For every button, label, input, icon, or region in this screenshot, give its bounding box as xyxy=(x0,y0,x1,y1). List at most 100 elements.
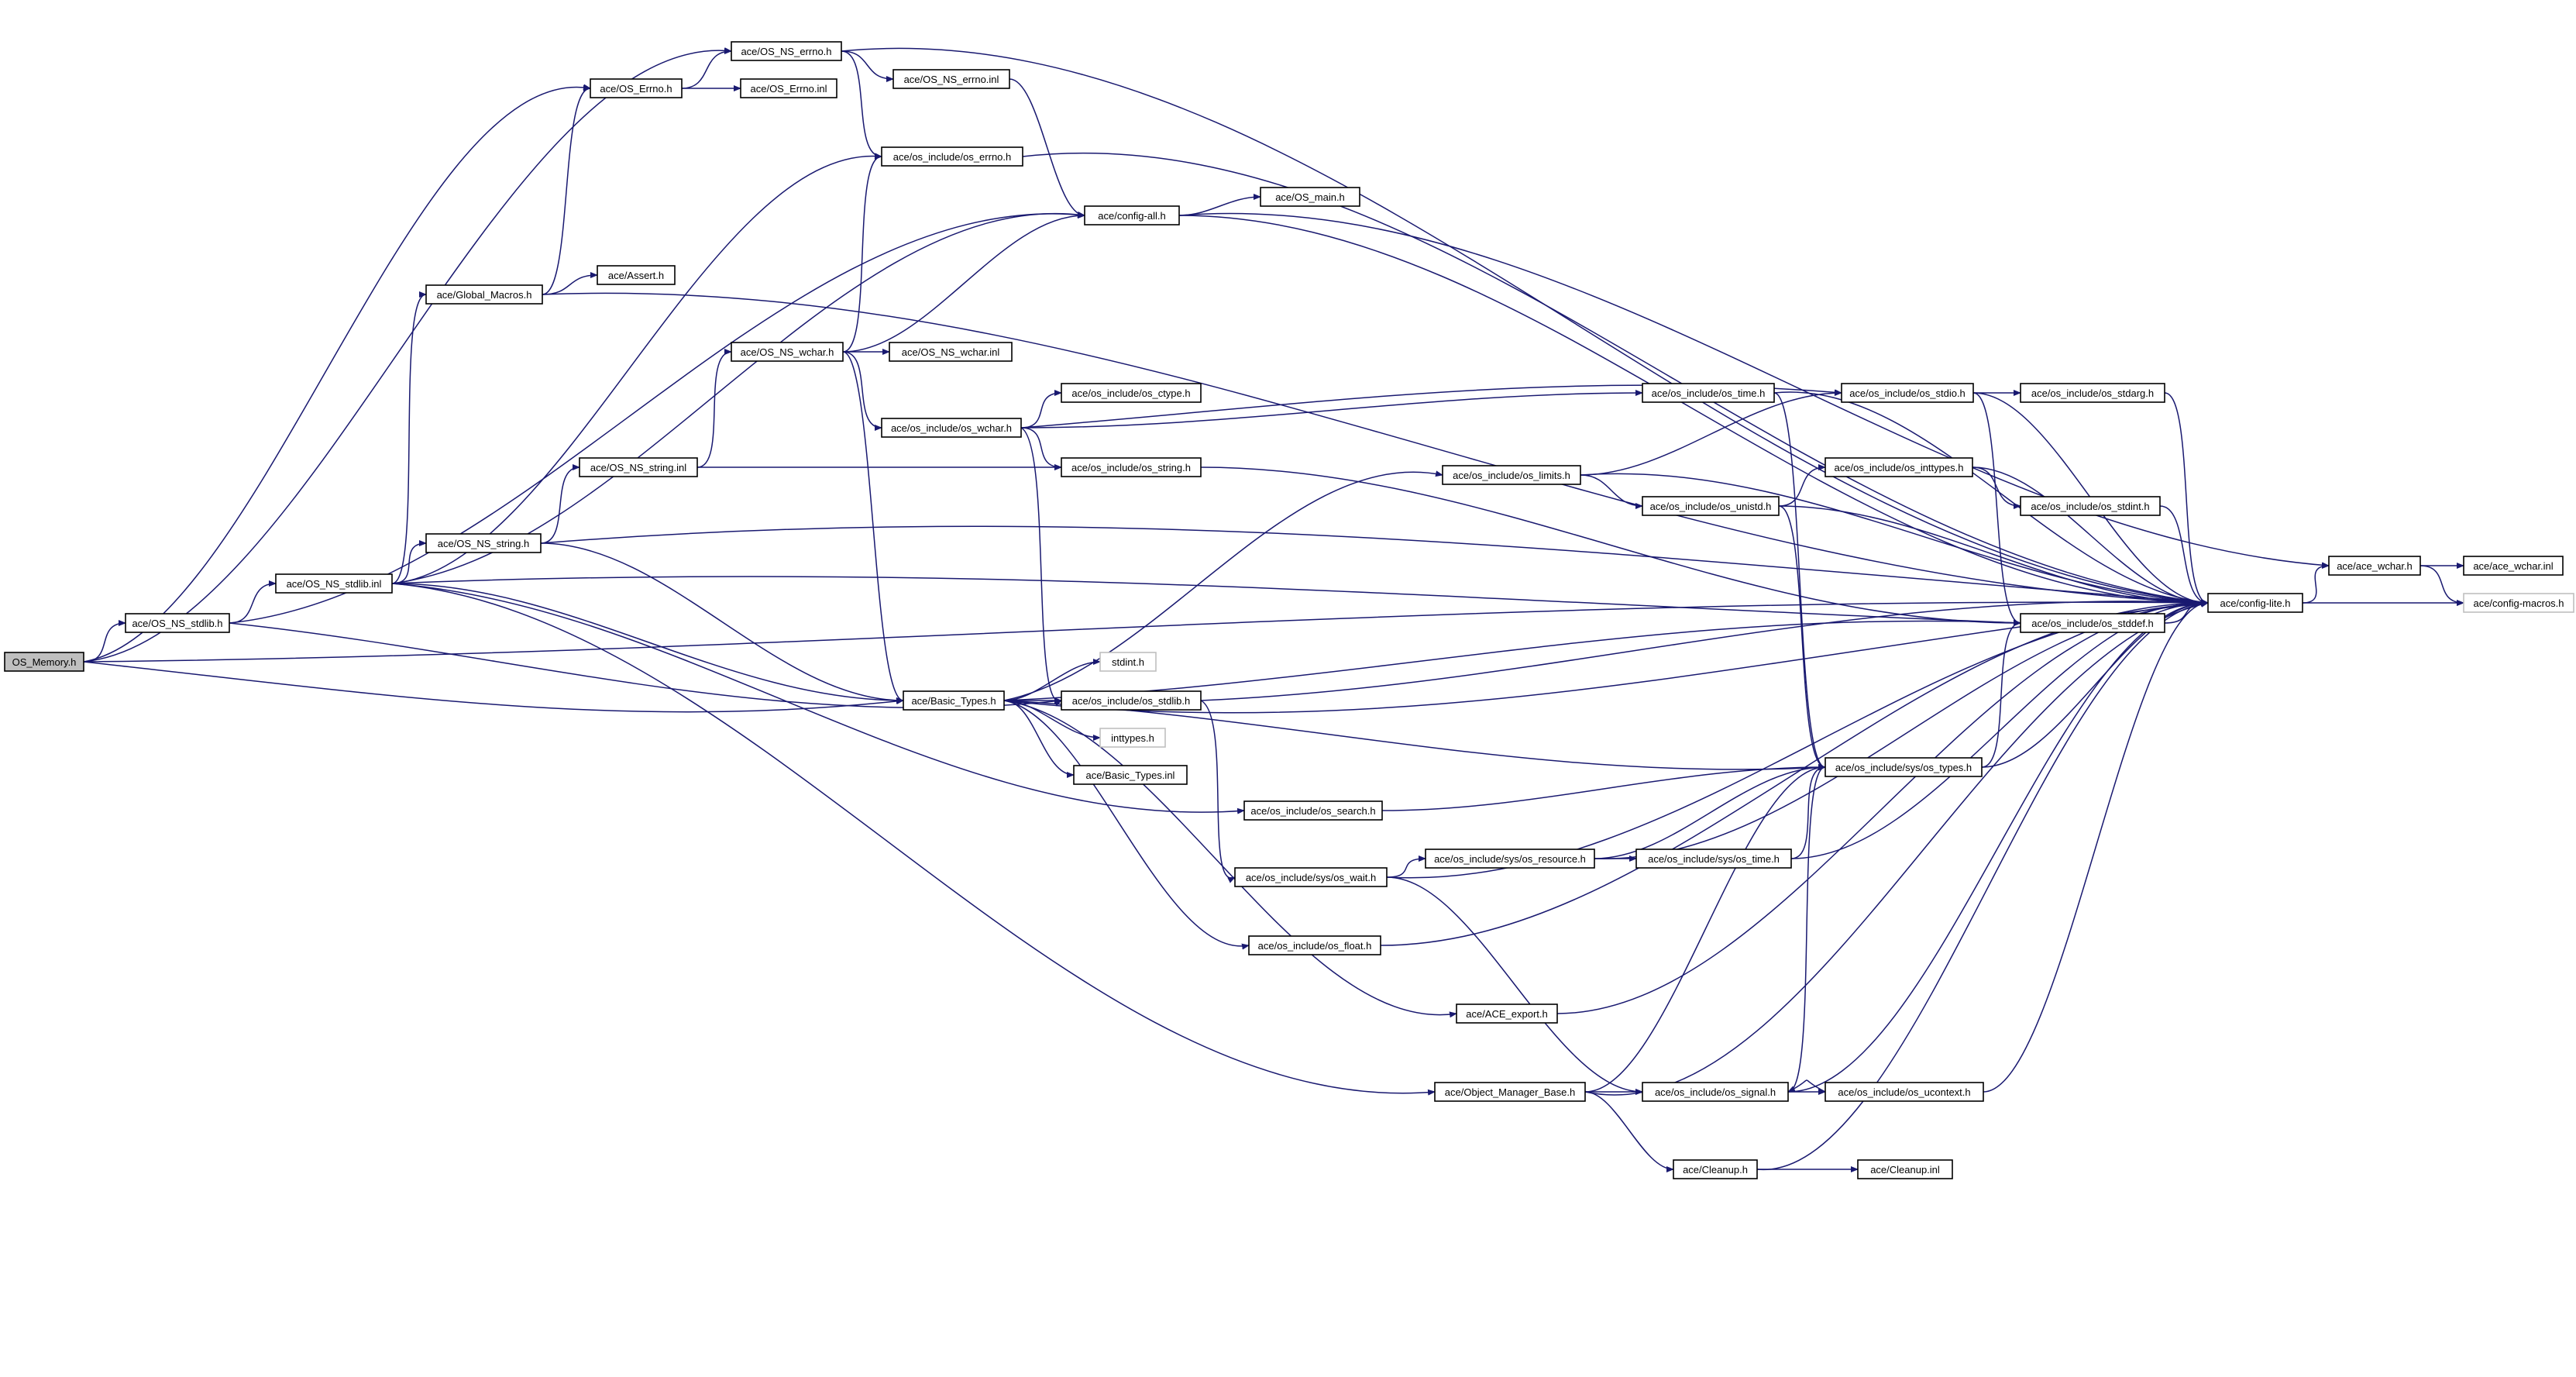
node-box xyxy=(2463,593,2574,613)
node-box xyxy=(1642,496,1780,516)
node-sys-os-wait-h[interactable]: ace/os_include/sys/os_wait.h xyxy=(1234,867,1388,887)
node-os-ns-stdlib-h[interactable]: ace/OS_NS_stdlib.h xyxy=(125,613,230,633)
node-label: ace/Object_Manager_Base.h xyxy=(1445,1086,1575,1098)
edge-sys_os_time_h-to-config_lite_h xyxy=(1790,600,2209,859)
node-os-signal-h[interactable]: ace/os_include/os_signal.h xyxy=(1642,1082,1789,1102)
edge-global_macros_h-to-config_lite_h xyxy=(542,292,2209,606)
node-label: ace/os_include/os_time.h xyxy=(1652,387,1766,399)
edge-sys_os_wait_h-to-os_signal_h xyxy=(1386,876,1643,1095)
node-box xyxy=(4,652,84,672)
node-cleanup-h[interactable]: ace/Cleanup.h xyxy=(1673,1159,1758,1179)
node-os-ucontext-h[interactable]: ace/os_include/os_ucontext.h xyxy=(1825,1082,1984,1102)
node-assert-h[interactable]: ace/Assert.h xyxy=(597,265,676,285)
node-box xyxy=(2463,556,2564,576)
node-ace-wchar-h[interactable]: ace/ace_wchar.h xyxy=(2328,556,2421,576)
node-box xyxy=(1073,765,1188,785)
edge-os_inttypes_h-to-os_stdint_h xyxy=(1972,466,2021,509)
node-box xyxy=(1061,383,1202,403)
node-ace-wchar-inl[interactable]: ace/ace_wchar.inl xyxy=(2463,556,2564,576)
node-object-manager-base-h[interactable]: ace/Object_Manager_Base.h xyxy=(1434,1082,1586,1102)
node-os-stddef-h[interactable]: ace/os_include/os_stddef.h xyxy=(2020,613,2165,633)
node-os-errno-inl[interactable]: ace/OS_Errno.inl xyxy=(740,78,837,98)
node-os-stdlib-h[interactable]: ace/os_include/os_stdlib.h xyxy=(1061,690,1202,711)
edge-os_ucontext_h-to-config_lite_h xyxy=(1983,600,2209,1093)
edge-os_unistd_h-to-sys_os_types_h xyxy=(1778,505,1826,770)
node-label: ace/config-lite.h xyxy=(2220,597,2290,609)
node-box xyxy=(597,265,676,285)
node-label: ace/Global_Macros.h xyxy=(437,289,532,301)
node-os-ns-errno-inl[interactable]: ace/OS_NS_errno.inl xyxy=(892,69,1010,89)
node-label: ace/os_include/os_stdio.h xyxy=(1849,387,1966,399)
node-os-stdarg-h[interactable]: ace/os_include/os_stdarg.h xyxy=(2020,383,2165,403)
node-sys-os-resource-h[interactable]: ace/os_include/sys/os_resource.h xyxy=(1425,849,1595,869)
node-os-unistd-h[interactable]: ace/os_include/os_unistd.h xyxy=(1642,496,1780,516)
node-box xyxy=(903,690,1005,711)
node-os-float-h[interactable]: ace/os_include/os_float.h xyxy=(1248,935,1381,955)
node-os-ctype-h[interactable]: ace/os_include/os_ctype.h xyxy=(1061,383,1202,403)
node-box xyxy=(1425,849,1595,869)
node-os-stdio-h[interactable]: ace/os_include/os_stdio.h xyxy=(1841,383,1974,403)
node-os-ns-wchar-inl[interactable]: ace/OS_NS_wchar.inl xyxy=(889,342,1013,362)
node-os-ns-stdlib-inl[interactable]: ace/OS_NS_stdlib.inl xyxy=(275,573,393,594)
node-box xyxy=(425,533,542,553)
node-os-search-h[interactable]: ace/os_include/os_search.h xyxy=(1243,800,1383,821)
node-label: ace/Cleanup.h xyxy=(1683,1164,1748,1176)
node-sys-os-types-h[interactable]: ace/os_include/sys/os_types.h xyxy=(1825,757,1983,777)
node-box xyxy=(1099,652,1157,672)
node-basic-types-inl[interactable]: ace/Basic_Types.inl xyxy=(1073,765,1188,785)
edge-os_ns_stdlib_inl-to-object_manager_base_h xyxy=(391,583,1436,1096)
node-os-errno-h[interactable]: ace/OS_Errno.h xyxy=(590,78,683,98)
node-box xyxy=(2020,496,2161,516)
node-basic-types-h[interactable]: ace/Basic_Types.h xyxy=(903,690,1005,711)
node-os-time-h[interactable]: ace/os_include/os_time.h xyxy=(1642,383,1775,403)
node-box xyxy=(1084,205,1180,225)
node-label: ace/Basic_Types.h xyxy=(911,695,996,707)
node-os-inttypes-h[interactable]: ace/os_include/os_inttypes.h xyxy=(1825,457,1973,477)
node-ace-export-h[interactable]: ace/ACE_export.h xyxy=(1456,1003,1558,1024)
node-os-ns-string-h[interactable]: ace/OS_NS_string.h xyxy=(425,533,542,553)
edge-os_ns_stdlib_inl-to-basic_types_h xyxy=(391,583,904,704)
edge-basic_types_h-to-os_stddef_h xyxy=(1003,619,2021,701)
edge-os_ucontext_h-to-os_signal_h xyxy=(1787,1079,1826,1093)
node-label: ace/os_include/os_errno.h xyxy=(893,151,1012,163)
node-config-all-h[interactable]: ace/config-all.h xyxy=(1084,205,1180,225)
node-os-stdint-h[interactable]: ace/os_include/os_stdint.h xyxy=(2020,496,2161,516)
edge-config_lite_h-to-ace_wchar_h xyxy=(2302,563,2330,604)
node-os-ns-wchar-h[interactable]: ace/OS_NS_wchar.h xyxy=(731,342,844,362)
node-box xyxy=(2020,613,2165,633)
edge-sys_os_wait_h-to-config_lite_h xyxy=(1386,600,2209,879)
node-cleanup-inl[interactable]: ace/Cleanup.inl xyxy=(1857,1159,1953,1179)
node-label: ace/OS_NS_wchar.h xyxy=(741,346,834,358)
edge-global_macros_h-to-assert_h xyxy=(542,272,598,295)
node-box xyxy=(1642,1082,1789,1102)
node-os-ns-errno-h[interactable]: ace/OS_NS_errno.h xyxy=(731,41,842,61)
node-label: ace/os_include/sys/os_time.h xyxy=(1648,853,1780,865)
node-os-limits-h[interactable]: ace/os_include/os_limits.h xyxy=(1442,465,1581,485)
node-box xyxy=(1234,867,1388,887)
node-box xyxy=(2207,593,2303,613)
node-label: ace/OS_NS_errno.inl xyxy=(904,74,999,85)
edge-os_ns_stdlib_inl-to-global_macros_h xyxy=(391,291,427,584)
node-os-memory[interactable]: OS_Memory.h xyxy=(4,652,84,672)
node-box xyxy=(889,342,1013,362)
node-label: ace/os_include/os_ucontext.h xyxy=(1838,1086,1970,1098)
edge-os_wchar_h-to-os_time_h xyxy=(1020,390,1643,429)
node-label: stdint.h xyxy=(1112,656,1144,668)
node-sys-os-time-h[interactable]: ace/os_include/sys/os_time.h xyxy=(1635,849,1792,869)
node-os-ns-string-inl[interactable]: ace/OS_NS_string.inl xyxy=(579,457,698,477)
node-os-include-os-errno-h[interactable]: ace/os_include/os_errno.h xyxy=(881,146,1023,167)
node-label: ace/Cleanup.inl xyxy=(1870,1164,1940,1176)
node-box xyxy=(425,284,543,305)
node-os-wchar-h[interactable]: ace/os_include/os_wchar.h xyxy=(881,418,1022,438)
node-config-lite-h[interactable]: ace/config-lite.h xyxy=(2207,593,2303,613)
node-os-main-h[interactable]: ace/OS_main.h xyxy=(1260,187,1360,207)
node-config-macros-h: ace/config-macros.h xyxy=(2463,593,2574,613)
node-box xyxy=(2328,556,2421,576)
edge-os_stdint_h-to-config_lite_h xyxy=(2159,505,2209,606)
edge-os_ns_errno_h-to-config_lite_h xyxy=(841,47,2209,606)
node-box xyxy=(881,418,1022,438)
edge-os_ns_errno_h-to-os_include_os_errno_h xyxy=(841,50,882,160)
node-os-string-h[interactable]: ace/os_include/os_string.h xyxy=(1061,457,1202,477)
node-global-macros-h[interactable]: ace/Global_Macros.h xyxy=(425,284,543,305)
node-label: ace/ace_wchar.inl xyxy=(2473,560,2553,572)
